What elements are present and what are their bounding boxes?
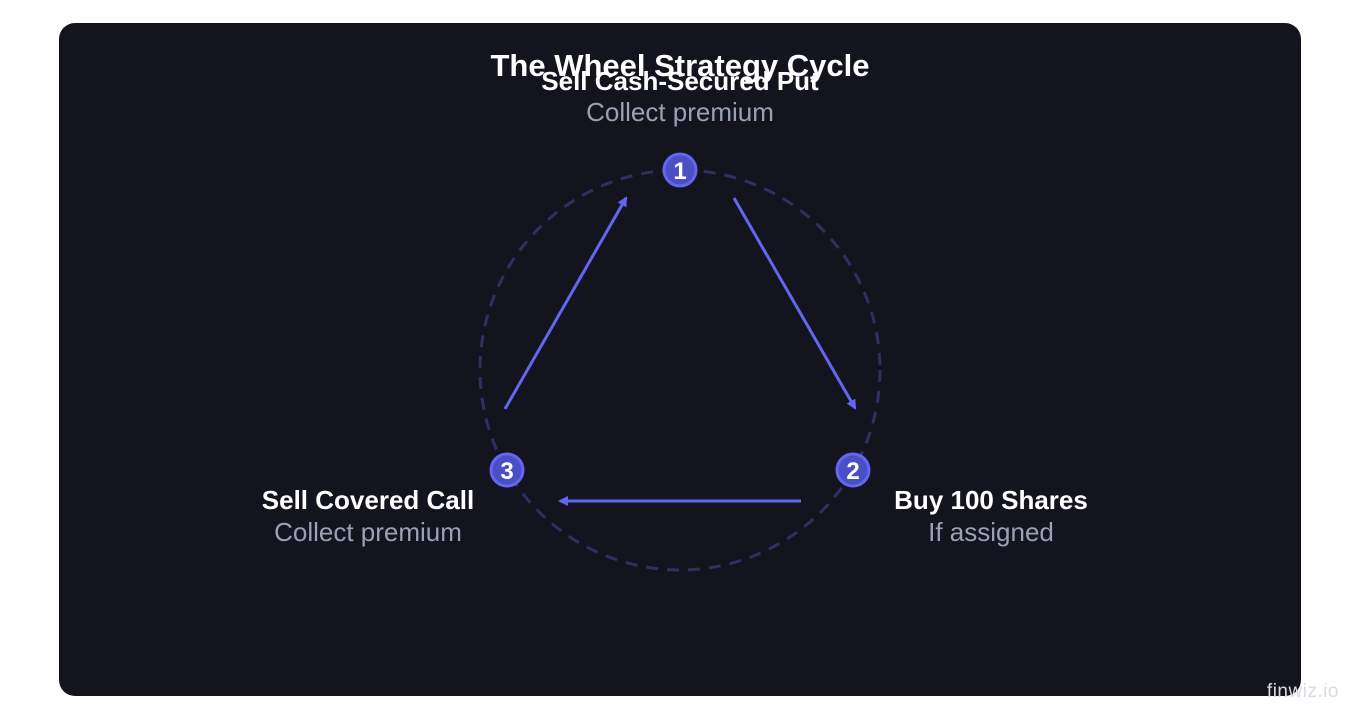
step-3-title: Sell Covered Call xyxy=(262,485,474,515)
step-node-2-circle xyxy=(835,452,871,488)
step-node-3-circle xyxy=(489,452,525,488)
watermark: finwiz.io xyxy=(1266,681,1339,702)
step-node-3: 3 xyxy=(489,452,525,488)
step-1-subtitle: Collect premium xyxy=(586,97,774,127)
arrow-step1-to-step2 xyxy=(732,197,857,410)
step-2-subtitle: If assigned xyxy=(928,517,1054,547)
arrow-step3-to-step1 xyxy=(503,196,628,410)
step-1-title: Sell Cash-Secured Put xyxy=(541,66,819,96)
step-node-1-number: 1 xyxy=(673,158,686,185)
step-3-subtitle: Collect premium xyxy=(274,517,462,547)
step-node-1-circle xyxy=(662,152,698,188)
step-node-2: 2 xyxy=(835,452,871,488)
step-node-1: 1 xyxy=(662,152,698,188)
diagram-card xyxy=(59,23,1301,696)
step-node-2-number: 2 xyxy=(846,458,859,485)
step-2-title: Buy 100 Shares xyxy=(894,485,1088,515)
step-node-3-number: 3 xyxy=(500,458,513,485)
diagram-title: The Wheel Strategy Cycle xyxy=(490,48,869,83)
cycle-ring xyxy=(478,168,882,572)
